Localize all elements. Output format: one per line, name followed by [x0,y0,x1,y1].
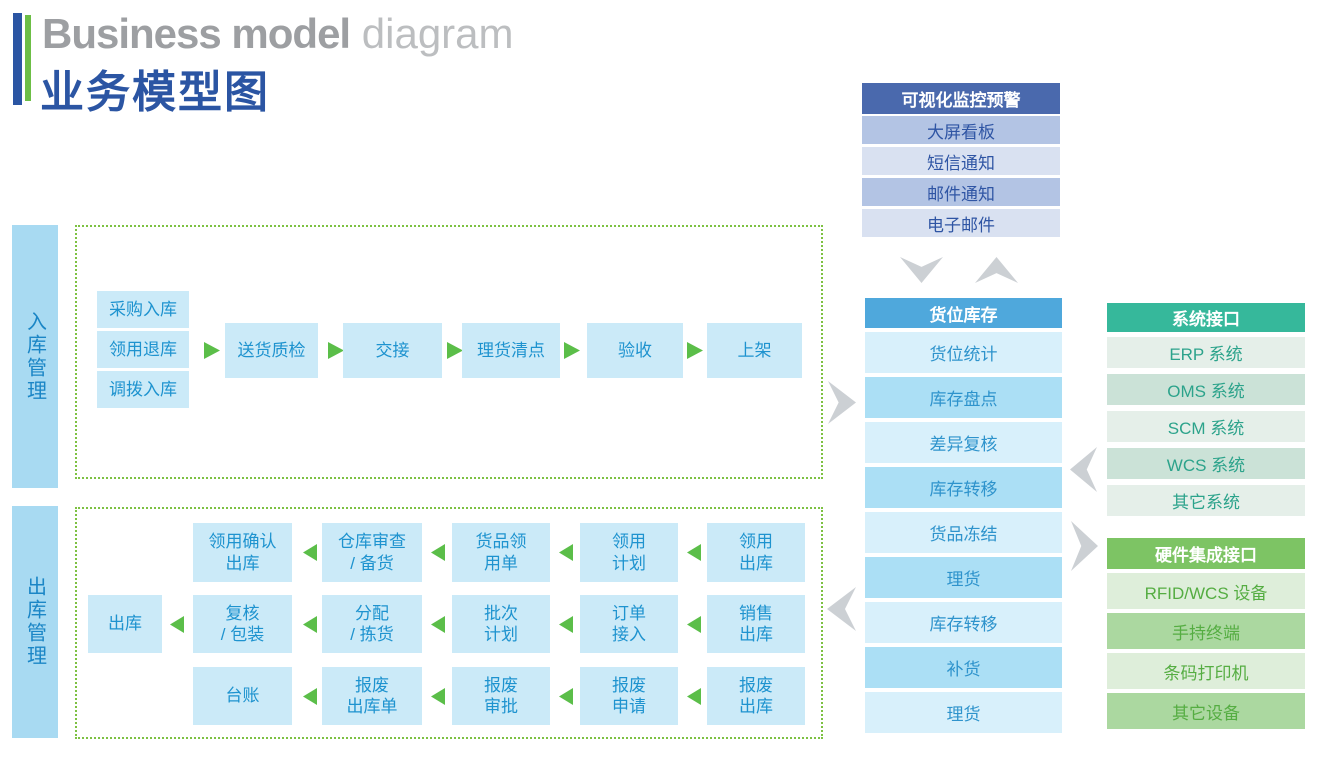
inbound-step-node: 理货清点 [462,323,560,378]
system-item: OMS 系统 [1107,374,1305,405]
outbound-node: 报废 出库 [707,667,805,725]
connector-inbound-to-inventory-icon [828,381,856,424]
outbound-node: 报废 出库单 [322,667,422,725]
connector-system-to-inventory-icon [1070,447,1097,492]
inventory-item: 差异复核 [865,422,1062,463]
monitor-panel: 可视化监控预警 大屏看板 短信通知 邮件通知 电子邮件 [862,83,1060,238]
outbound-dotted-box [75,507,823,739]
system-item: ERP 系统 [1107,337,1305,368]
inbound-dotted-box [75,225,823,479]
outbound-node: 批次 计划 [452,595,550,653]
monitor-panel-header: 可视化监控预警 [862,83,1060,114]
hardware-item: 其它设备 [1107,693,1305,729]
outbound-node: 报废 审批 [452,667,550,725]
page-title-en-light: diagram [350,10,514,57]
outbound-node: 领用 出库 [707,523,805,582]
outbound-node: 仓库审查 / 备货 [322,523,422,582]
inbound-source-node: 领用退库 [97,331,189,368]
monitor-item: 大屏看板 [862,116,1060,144]
outbound-node: 分配 / 拣货 [322,595,422,653]
outbound-node: 台账 [193,667,292,725]
outbound-node: 复核 / 包装 [193,595,292,653]
monitor-item: 邮件通知 [862,178,1060,206]
inbound-source-node: 采购入库 [97,291,189,328]
inventory-item: 补货 [865,647,1062,688]
inventory-item: 货位统计 [865,332,1062,373]
system-item: WCS 系统 [1107,448,1305,479]
hardware-panel-header: 硬件集成接口 [1107,538,1305,569]
inventory-panel: 货位库存 货位统计 库存盘点 差异复核 库存转移 货品冻结 理货 库存转移 补货… [865,298,1062,734]
inventory-item: 库存转移 [865,602,1062,643]
inventory-item: 库存盘点 [865,377,1062,418]
inbound-source-node: 调拨入库 [97,371,189,408]
outbound-node: 订单 接入 [580,595,678,653]
outbound-node: 销售 出库 [707,595,805,653]
hardware-item: RFID/WCS 设备 [1107,573,1305,609]
outbound-node: 报废 申请 [580,667,678,725]
outbound-node: 领用 计划 [580,523,678,582]
chevron-down-icon [900,257,943,283]
inventory-item: 库存转移 [865,467,1062,508]
hardware-item: 条码打印机 [1107,653,1305,689]
connector-inventory-to-outbound-icon [827,587,856,631]
inbound-step-node: 送货质检 [225,323,318,378]
hardware-panel: 硬件集成接口 RFID/WCS 设备 手持终端 条码打印机 其它设备 [1107,538,1305,730]
title-bar-green [25,15,31,101]
inbound-step-node: 上架 [707,323,802,378]
inbound-step-node: 交接 [343,323,442,378]
outbound-node: 出库 [88,595,162,653]
title-bar-blue [13,13,22,105]
outbound-label: 出库管理 [12,506,58,738]
page-title-en-bold: Business model [42,10,351,57]
monitor-item: 短信通知 [862,147,1060,175]
page-title-zh: 业务模型图 [40,68,270,117]
outbound-node: 领用确认 出库 [193,523,292,582]
monitor-item: 电子邮件 [862,209,1060,237]
inventory-item: 理货 [865,692,1062,733]
inbound-label: 入库管理 [12,225,58,488]
inbound-step-node: 验收 [587,323,683,378]
chevron-up-icon [975,257,1018,283]
system-panel: 系统接口 ERP 系统 OMS 系统 SCM 系统 WCS 系统 其它系统 [1107,303,1305,518]
system-panel-header: 系统接口 [1107,303,1305,332]
inventory-item: 理货 [865,557,1062,598]
system-item: SCM 系统 [1107,411,1305,442]
connector-inventory-to-hardware-icon [1071,521,1098,571]
hardware-item: 手持终端 [1107,613,1305,649]
system-item: 其它系统 [1107,485,1305,516]
page-title-en: Business model diagram [42,10,514,58]
inventory-item: 货品冻结 [865,512,1062,553]
outbound-node: 货品领 用单 [452,523,550,582]
inventory-panel-header: 货位库存 [865,298,1062,328]
